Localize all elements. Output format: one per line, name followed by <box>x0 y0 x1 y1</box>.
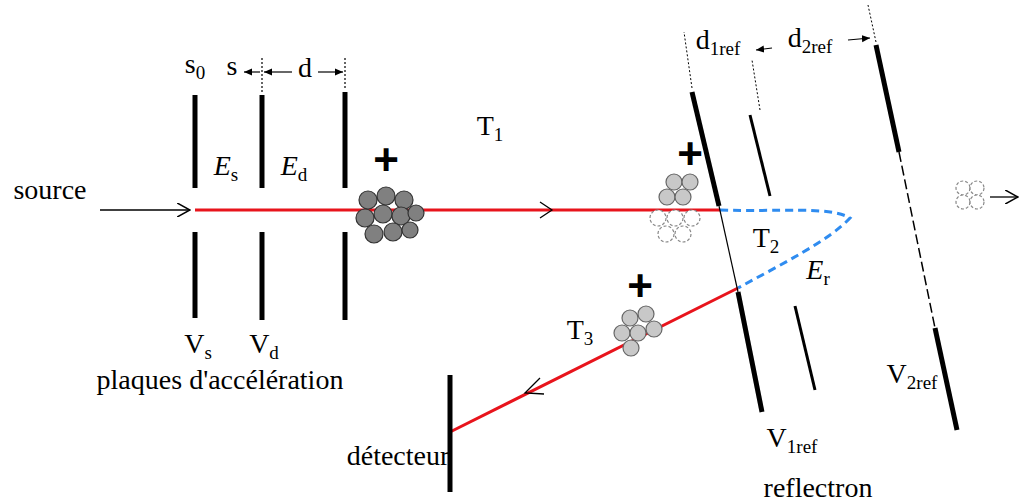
extension-line <box>261 58 262 92</box>
symbol-label: V2ref <box>887 360 938 391</box>
plate-v2ref <box>935 328 957 430</box>
symbol-label: T2 <box>751 224 782 255</box>
extension-line <box>868 5 876 42</box>
plate-s0 <box>193 95 198 188</box>
source-arrow <box>100 209 190 210</box>
ion-path <box>195 209 720 212</box>
light-ion-cluster <box>659 174 698 205</box>
ion-path <box>450 288 738 432</box>
symbol-label: Vs <box>184 330 212 361</box>
plate-entrance <box>738 292 762 412</box>
plate-v1ref <box>750 115 770 196</box>
dimension-lines <box>244 58 345 92</box>
direction-chevron <box>540 202 552 218</box>
reflectron-plates <box>684 5 957 430</box>
plate-vd <box>260 95 265 188</box>
symbol-label: Es <box>214 152 239 183</box>
plate-vd <box>260 232 265 320</box>
acceleration-plates <box>195 92 345 320</box>
symbol-label: T1 <box>477 112 504 143</box>
symbol-label: Ed <box>281 152 308 183</box>
plate-exit <box>343 92 348 188</box>
symbol-label: Er <box>806 256 829 287</box>
exit-arrow <box>990 196 1018 197</box>
text-label: reflectron <box>764 474 873 502</box>
dimension-arrow <box>264 71 292 72</box>
symbol-label: s0 <box>185 50 205 81</box>
dimension-arrow <box>756 48 772 50</box>
symbol-label: d1ref <box>696 26 741 57</box>
reflected-ion-cluster <box>614 306 662 356</box>
symbol-label: T3 <box>567 316 594 347</box>
dimension-arrow <box>848 38 870 40</box>
extension-line <box>684 32 692 88</box>
extension-line <box>344 58 345 90</box>
symbol-label: d2ref <box>788 24 833 55</box>
text-label: plaques d'accélération <box>97 366 344 394</box>
text-label: s <box>227 52 238 80</box>
plate-v2ref <box>876 45 899 152</box>
symbol-label: Vd <box>249 330 279 361</box>
charge-sign: + <box>677 132 703 176</box>
neutral-cluster <box>956 181 984 209</box>
charge-sign: + <box>373 138 399 182</box>
detector-plate <box>448 375 453 492</box>
extension-line <box>752 60 760 110</box>
accelerated-cluster <box>356 187 424 243</box>
text-label: source <box>13 176 86 204</box>
plate-s0 <box>193 232 198 318</box>
plate-entrance-grid <box>719 206 738 292</box>
plate-v2ref-grid <box>899 152 935 328</box>
dimension-arrow <box>318 71 343 72</box>
plate-v1ref <box>795 306 815 390</box>
reflected-path <box>720 210 850 288</box>
direction-chevron <box>525 378 544 394</box>
neutral-cluster <box>650 210 700 242</box>
text-label: d <box>298 54 312 82</box>
charge-sign: + <box>627 264 653 308</box>
dimension-arrow <box>244 71 260 72</box>
text-label: détecteur <box>347 442 450 470</box>
plate-exit <box>343 232 348 320</box>
symbol-label: V1ref <box>767 424 818 455</box>
